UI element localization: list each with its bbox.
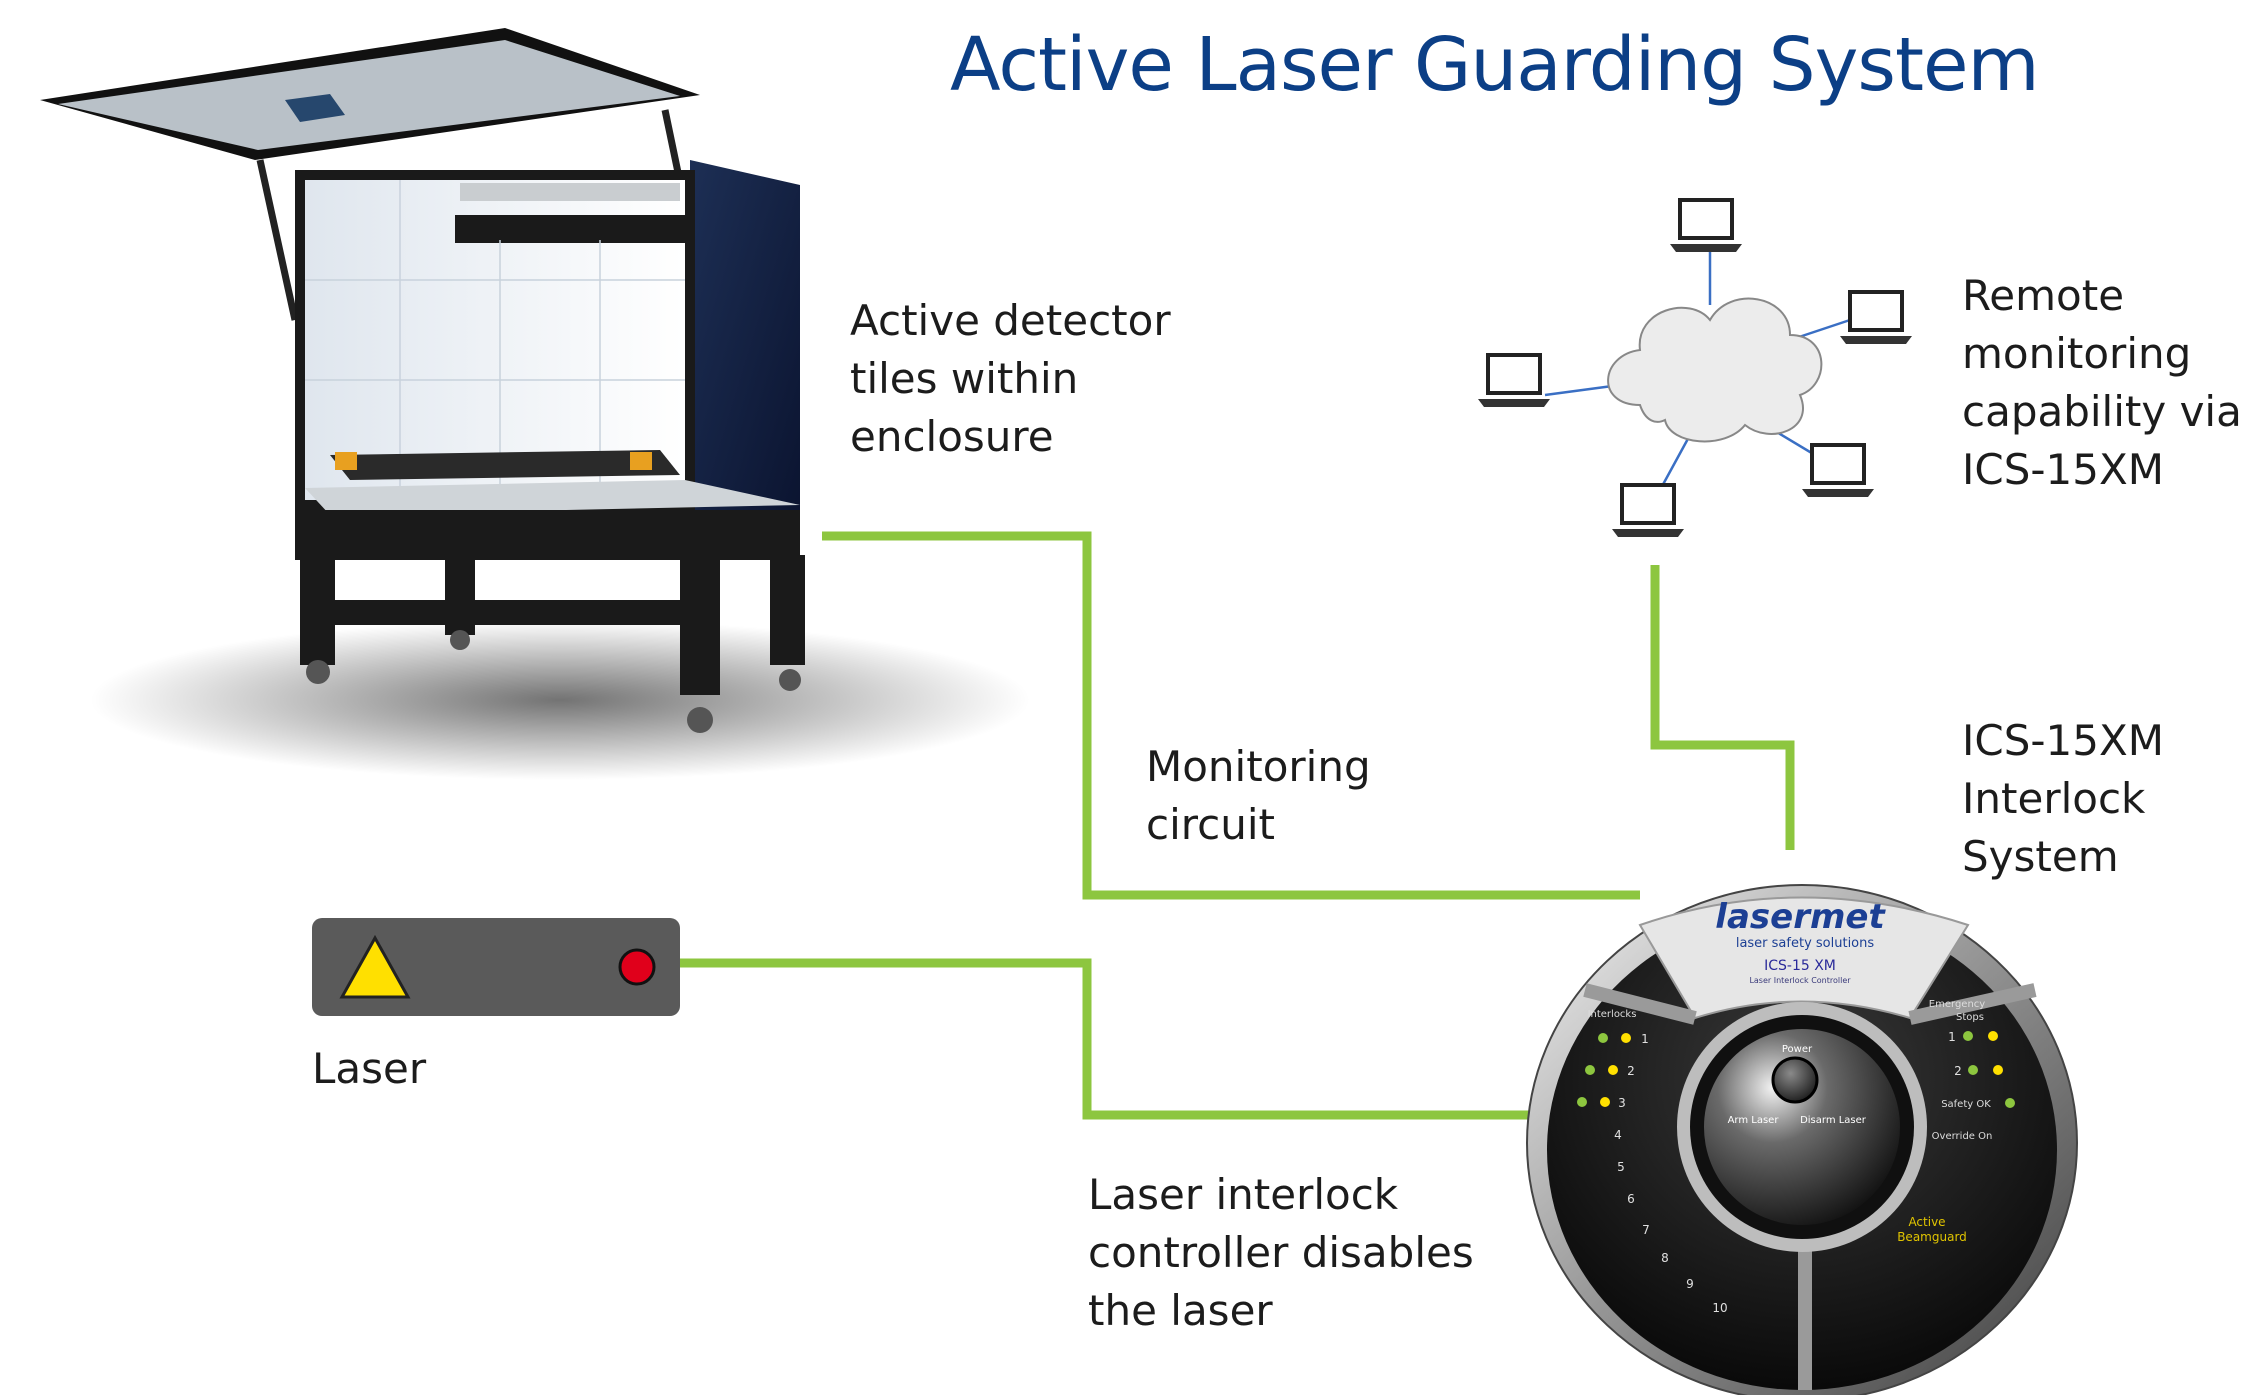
laptop-icon xyxy=(1612,483,1684,537)
label-line: Interlock xyxy=(1962,774,2146,823)
laptop-icon xyxy=(1802,443,1874,497)
laser-interlock-line xyxy=(680,958,1540,1120)
label-line: ICS-15XM xyxy=(1962,716,2164,765)
emergency-leds xyxy=(1963,1031,2015,1108)
page-title: Active Laser Guarding System xyxy=(950,22,2040,108)
label-line: Active detector xyxy=(850,296,1171,345)
label-line: Laser interlock xyxy=(1088,1170,1399,1219)
interlock-leds xyxy=(1577,1033,1631,1107)
emergency-number: 1 xyxy=(1948,1030,1956,1044)
arm-laser-label: Arm Laser xyxy=(1728,1115,1780,1126)
emergency-stops-label: Stops xyxy=(1956,1012,1984,1023)
ics-15xm-controller: lasermet laser safety solutions ICS-15 X… xyxy=(1526,884,2078,1395)
monitoring-circuit-label: Monitoring circuit xyxy=(1146,738,1371,854)
label-line: monitoring xyxy=(1962,329,2192,378)
interlock-number: 9 xyxy=(1686,1277,1694,1291)
laptop-icon xyxy=(1840,290,1912,344)
interlock-number: 7 xyxy=(1642,1223,1650,1237)
detector-tiles-label: Active detector tiles within enclosure xyxy=(850,292,1171,466)
cloud-icon xyxy=(1607,297,1823,443)
remote-link-line xyxy=(1650,565,1795,850)
label-line: Remote xyxy=(1962,271,2125,320)
label-line: enclosure xyxy=(850,412,1054,461)
beamguard-label: Active xyxy=(1908,1215,1945,1229)
laser-enclosure-image xyxy=(40,28,1030,780)
laser-indicator-icon xyxy=(618,948,656,986)
remote-monitoring-label: Remote monitoring capability via ICS-15X… xyxy=(1962,267,2242,499)
interlock-number: 10 xyxy=(1712,1301,1727,1315)
disarm-laser-label: Disarm Laser xyxy=(1800,1115,1867,1126)
monitoring-circuit-line xyxy=(822,531,1640,900)
power-button-icon xyxy=(1771,1056,1819,1104)
override-on-label: Override On xyxy=(1932,1131,1993,1142)
emergency-stops-label: Emergency xyxy=(1929,999,1985,1010)
label-line: System xyxy=(1962,832,2119,881)
safety-ok-label: Safety OK xyxy=(1941,1099,1991,1110)
interlock-number: 6 xyxy=(1627,1192,1635,1206)
interlock-number: 8 xyxy=(1661,1251,1669,1265)
network-cloud-diagram xyxy=(1478,198,1912,537)
laptop-icon xyxy=(1670,198,1742,252)
warning-triangle-icon xyxy=(339,934,411,999)
controller-disables-label: Laser interlock controller disables the … xyxy=(1088,1166,1474,1340)
brand-tagline: laser safety solutions xyxy=(1736,936,1875,951)
lid-window xyxy=(285,94,345,122)
power-label: Power xyxy=(1782,1044,1813,1055)
interlock-number: 2 xyxy=(1627,1064,1635,1078)
interlock-number: 3 xyxy=(1618,1096,1626,1110)
brand-logo: lasermet xyxy=(1715,897,1886,937)
label-line: circuit xyxy=(1146,800,1275,849)
beamguard-label: Beamguard xyxy=(1897,1230,1967,1244)
model-label: ICS-15 XM xyxy=(1764,958,1836,974)
label-line: capability via xyxy=(1962,387,2242,436)
interlocks-label: Interlocks xyxy=(1588,1009,1637,1020)
emergency-number: 2 xyxy=(1954,1064,1962,1078)
label-line: the laser xyxy=(1088,1286,1273,1335)
label-line: Monitoring xyxy=(1146,742,1371,791)
interlock-number: 4 xyxy=(1614,1128,1622,1142)
label-line: ICS-15XM xyxy=(1962,445,2164,494)
interlock-number: 1 xyxy=(1641,1032,1649,1046)
label-line: tiles within xyxy=(850,354,1079,403)
laser-device xyxy=(312,918,680,1016)
interlock-number: 5 xyxy=(1617,1160,1625,1174)
model-sublabel: Laser Interlock Controller xyxy=(1749,976,1851,985)
laptop-icon xyxy=(1478,353,1550,407)
ics-system-label: ICS-15XM Interlock System xyxy=(1962,712,2164,886)
laser-label: Laser xyxy=(312,1044,427,1093)
label-line: controller disables xyxy=(1088,1228,1474,1277)
